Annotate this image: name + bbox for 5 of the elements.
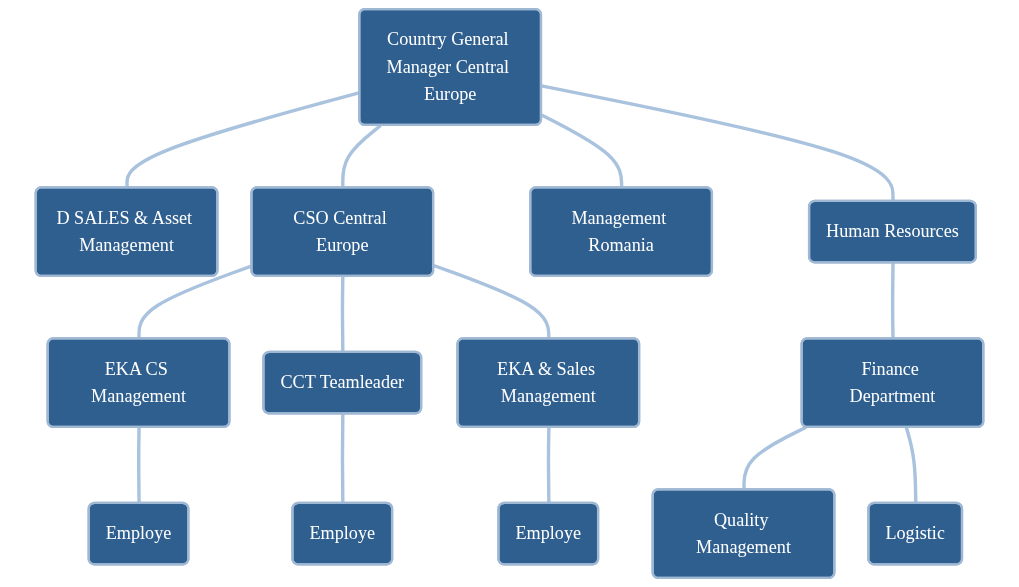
connector: [341, 124, 382, 188]
connector: [540, 113, 624, 188]
connector: [742, 425, 807, 490]
connector: [433, 263, 551, 339]
connector: [890, 262, 895, 339]
